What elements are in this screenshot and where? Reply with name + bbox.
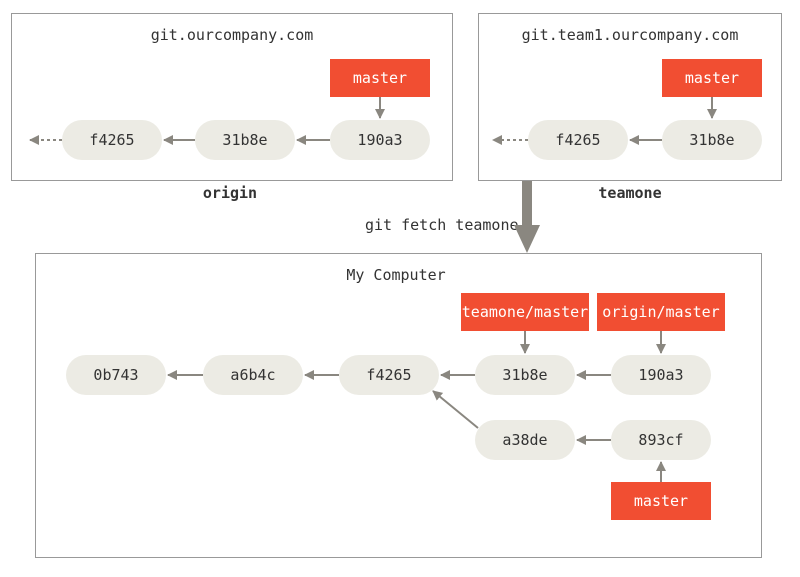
local-commit-190a3: 190a3 bbox=[611, 355, 711, 395]
local-teamone-master-ref: teamone/master bbox=[461, 293, 589, 331]
origin-commit-f4265: f4265 bbox=[62, 120, 162, 160]
origin-host-label: git.ourcompany.com bbox=[150, 26, 314, 44]
local-commit-893cf: 893cf bbox=[611, 420, 711, 460]
teamone-commit-f4265: f4265 bbox=[528, 120, 628, 160]
local-commit-0b743: 0b743 bbox=[66, 355, 166, 395]
local-commit-a38de: a38de bbox=[475, 420, 575, 460]
local-master-ref: master bbox=[611, 482, 711, 520]
local-commit-31b8e: 31b8e bbox=[475, 355, 575, 395]
local-origin-master-ref: origin/master bbox=[597, 293, 725, 331]
origin-commit-31b8e: 31b8e bbox=[195, 120, 295, 160]
origin-server-master-ref: master bbox=[330, 59, 430, 97]
local-commit-a6b4c: a6b4c bbox=[203, 355, 303, 395]
fetch-command-label: git fetch teamone bbox=[365, 216, 519, 234]
teamone-commit-31b8e: 31b8e bbox=[662, 120, 762, 160]
teamone-server-master-ref: master bbox=[662, 59, 762, 97]
origin-caption: origin bbox=[202, 184, 258, 202]
local-commit-f4265: f4265 bbox=[339, 355, 439, 395]
origin-commit-190a3: 190a3 bbox=[330, 120, 430, 160]
local-computer-title: My Computer bbox=[346, 266, 446, 284]
teamone-caption: teamone bbox=[598, 184, 662, 202]
teamone-host-label: git.team1.ourcompany.com bbox=[521, 26, 739, 44]
